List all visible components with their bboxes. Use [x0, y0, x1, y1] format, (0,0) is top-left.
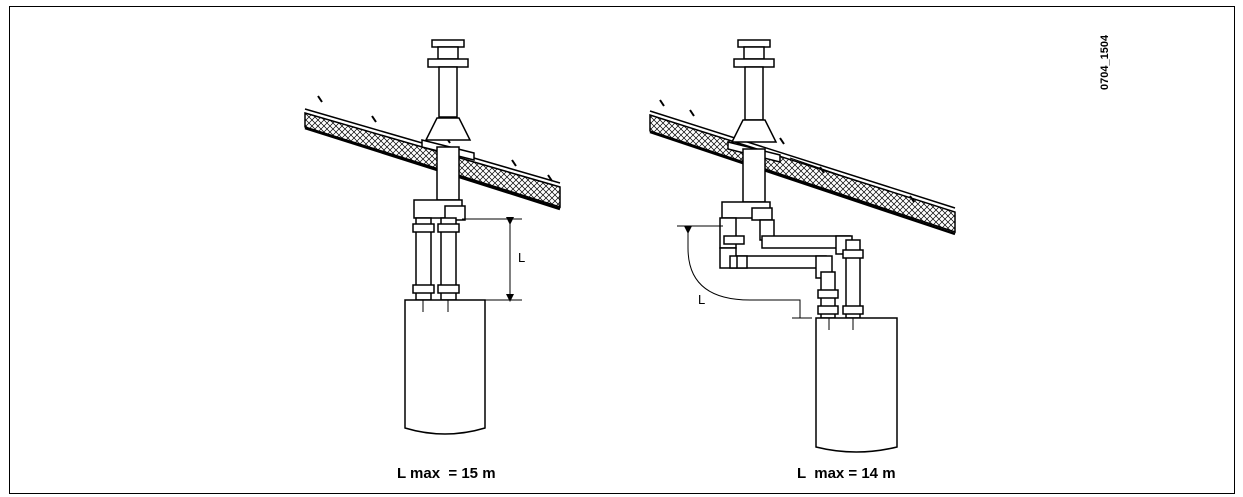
left-roof [304, 95, 561, 211]
left-dimension-line [462, 217, 522, 302]
left-boiler [404, 299, 486, 435]
left-concentric-fitting [413, 199, 466, 221]
left-twin-pipes [412, 217, 460, 301]
figure-frame [9, 6, 1235, 494]
right-flue-terminal [727, 39, 781, 203]
right-boiler [815, 317, 898, 453]
right-dimension-label: L [698, 292, 706, 307]
left-caption: L max = 15 m [397, 465, 496, 482]
left-flue-terminal [421, 39, 475, 201]
left-dimension-label: L [518, 250, 526, 265]
right-offset-pipes [719, 217, 864, 319]
right-dimension-line [677, 225, 812, 319]
right-roof [649, 99, 956, 236]
figure-code: 0704_1504 [1099, 34, 1111, 90]
right-concentric-fitting [721, 201, 773, 221]
right-caption: L max = 14 m [797, 465, 896, 482]
left-diagram [304, 39, 561, 435]
right-diagram [649, 39, 956, 453]
